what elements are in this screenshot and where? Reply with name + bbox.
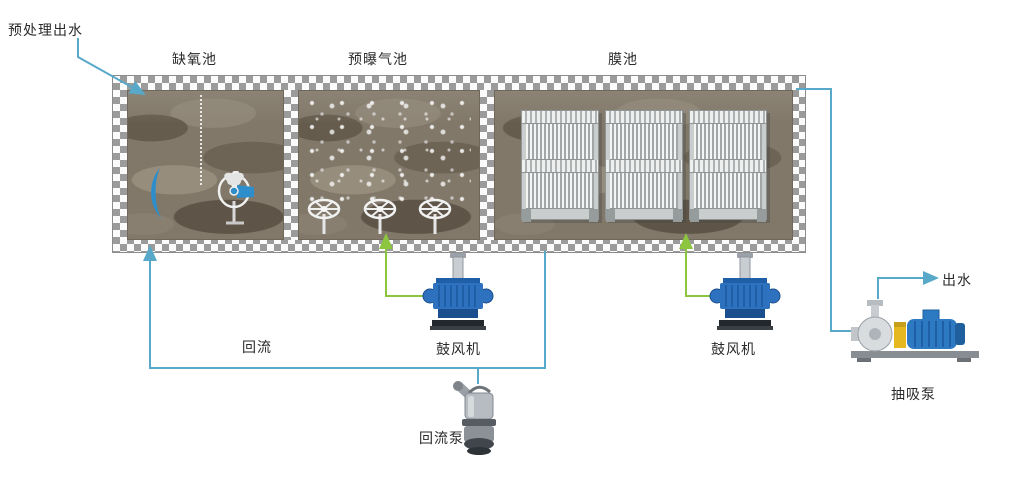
anoxic-tank [127,90,284,240]
propeller-mixer-icon [217,171,254,225]
aerator-icon [418,198,452,234]
blower-left-icon [422,253,494,330]
membrane-tank [494,90,793,240]
tank-assembly [112,75,806,253]
tank-wall-divider [284,90,298,240]
pre-aeration-tank-label: 预曝气池 [348,51,408,67]
tank-wall-divider [480,90,494,240]
mixer-blade-icon [151,168,161,218]
membrane-module [521,110,599,222]
suction-pump-label: 抽吸泵 [891,386,936,402]
membrane-module [605,110,683,222]
anoxic-tank-label: 缺氧池 [172,51,217,67]
aerator-icon [363,198,397,234]
return-pump-label: 回流泵 [419,430,464,446]
pre-aeration-tank [298,90,480,240]
suction-pump-icon [851,300,979,362]
air-bubbles [307,97,471,207]
membrane-module [689,110,767,222]
return-pump-icon [453,381,496,455]
blower-right-label: 鼓风机 [711,341,756,357]
membrane-tank-label: 膜池 [608,51,638,67]
blower-right-icon [709,253,781,330]
aerator-icon [307,198,341,234]
dashed-baffle [200,95,202,185]
outlet-label: 出水 [942,272,972,288]
inlet-label: 预处理出水 [8,22,83,38]
outlet-flow-line [877,271,939,299]
blower-left-label: 鼓风机 [436,341,481,357]
return-flow-label: 回流 [242,339,272,355]
